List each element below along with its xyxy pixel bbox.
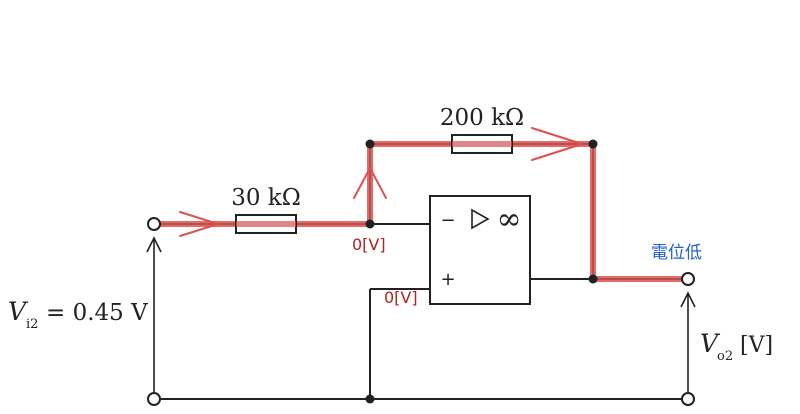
arrow-right-icon xyxy=(531,127,583,161)
output-arrow-head-icon xyxy=(680,291,696,308)
arrow-right-icon xyxy=(179,211,219,237)
output-note-label: 電位低 xyxy=(651,243,702,263)
resistor-30k-label: 30 kΩ xyxy=(231,185,301,211)
current-path-highlight xyxy=(153,141,685,282)
opamp-triangle-icon xyxy=(471,208,490,230)
node-minus-potential-label: 0[V] xyxy=(352,235,386,254)
input-terminal xyxy=(147,217,161,231)
output-voltage-unit: [V] xyxy=(740,333,773,358)
junction-dot xyxy=(365,139,375,149)
resistor-30k-highlight xyxy=(236,221,296,227)
highlight-path xyxy=(153,141,685,282)
input-ground-terminal xyxy=(147,392,161,406)
junction-dot xyxy=(365,219,375,229)
opamp-infinity-symbol: ∞ xyxy=(497,202,522,237)
output-voltage-symbol: V xyxy=(700,329,721,358)
opamp-plus-sign: + xyxy=(440,269,455,290)
junction-dots xyxy=(365,139,598,404)
junction-dot xyxy=(365,394,375,404)
input-arrow-head-icon xyxy=(146,236,162,253)
output-ground-terminal xyxy=(681,392,695,406)
output-terminal xyxy=(681,272,695,286)
junction-dot xyxy=(588,274,598,284)
output-voltage-subscript: o2 xyxy=(717,349,733,364)
input-voltage-symbol: V xyxy=(8,297,29,326)
terminals xyxy=(147,217,695,406)
opamp-minus-sign: − xyxy=(440,210,455,231)
resistor-200k-highlight xyxy=(452,141,512,147)
node-plus-potential-label: 0[V] xyxy=(384,288,418,307)
junction-dot xyxy=(588,139,598,149)
resistor-200k-label: 200 kΩ xyxy=(440,105,524,131)
input-voltage-subscript: i2 xyxy=(26,317,38,332)
arrow-up-icon xyxy=(353,167,387,199)
input-voltage-value: = 0.45 V xyxy=(46,300,148,326)
circuit-wires xyxy=(160,143,682,400)
voltage-arrows xyxy=(146,236,696,392)
opamp-body xyxy=(429,195,531,305)
current-direction-arrows xyxy=(179,127,583,237)
